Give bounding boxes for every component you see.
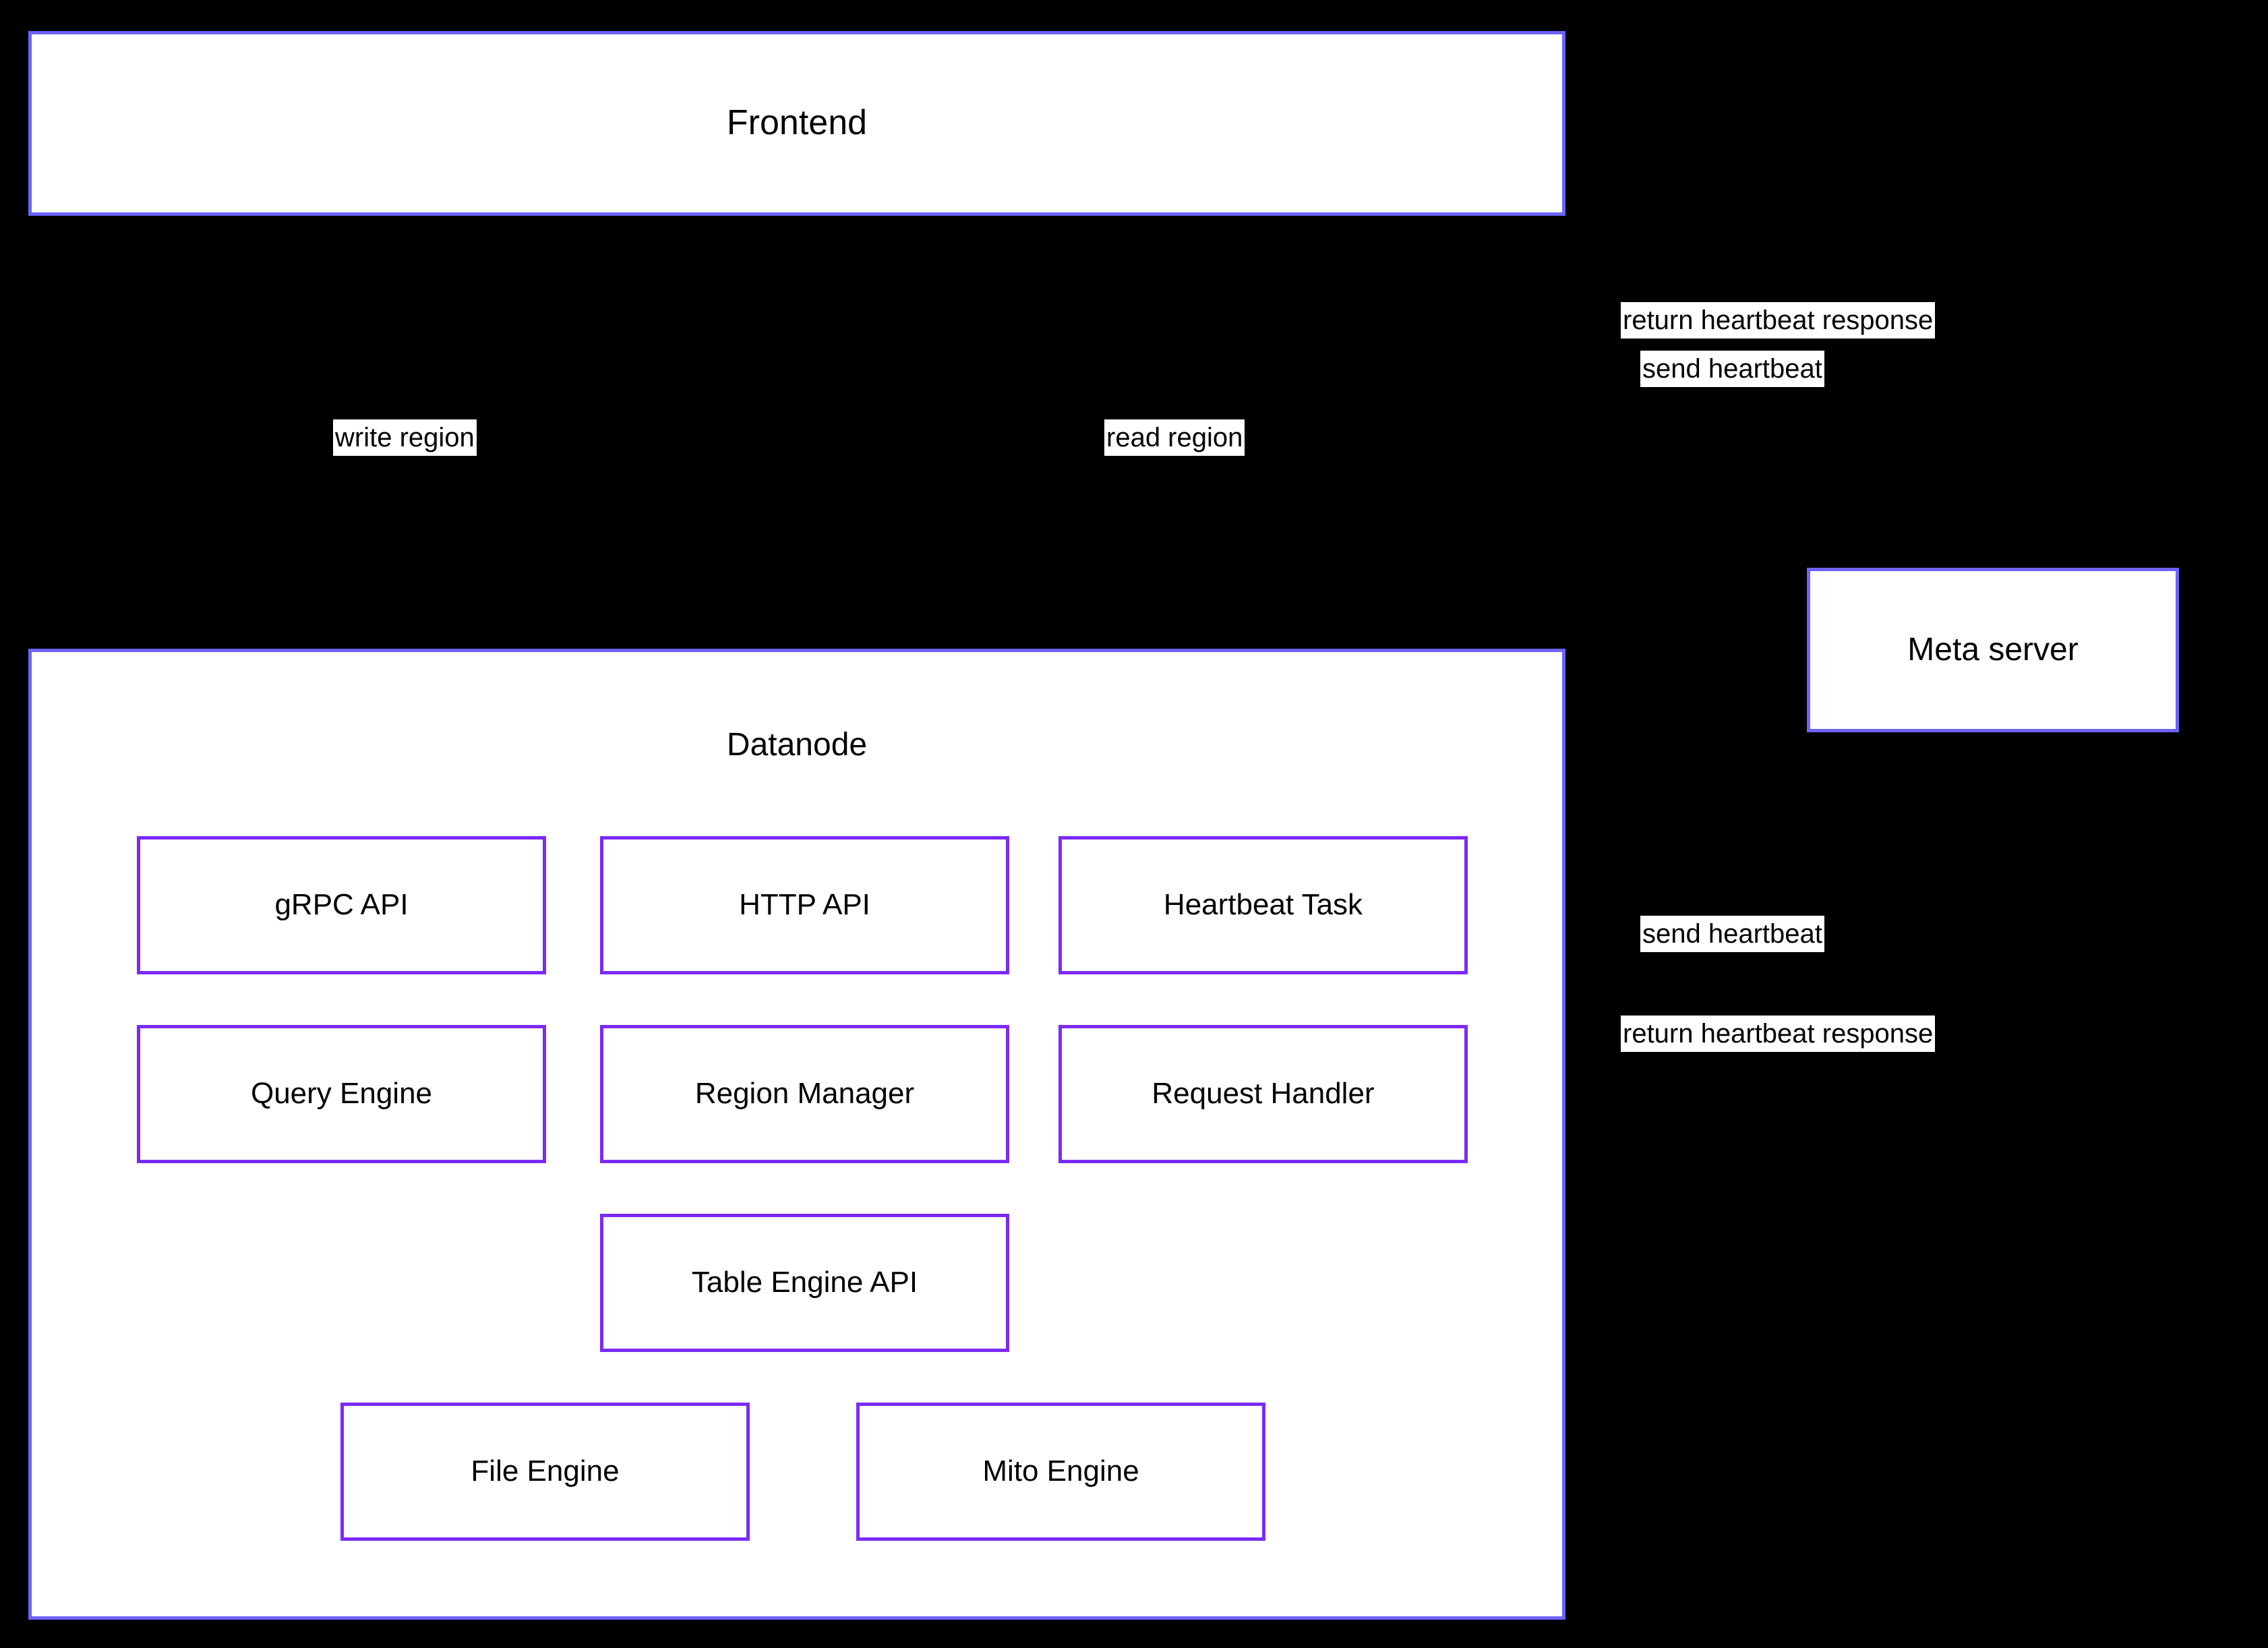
component-query-engine[interactable]: Query Engine [137,1025,546,1163]
component-http-api[interactable]: HTTP API [600,836,1009,974]
component-mito-engine[interactable]: Mito Engine [856,1403,1265,1541]
component-label: Table Engine API [691,1266,918,1299]
edge-label-meta-send-heartbeat: send heartbeat [1640,351,1824,387]
frontend-node[interactable]: Frontend [28,31,1565,216]
edge-label-datanode-send-heartbeat: send heartbeat [1640,916,1824,952]
edge-frontend-return-heartbeat-response [1684,214,1997,569]
component-label: gRPC API [274,888,409,922]
component-label: Heartbeat Task [1163,888,1363,922]
edge-frontend-send-heartbeat [1617,214,1909,570]
edge-label-write-region: write region [333,419,477,456]
datanode-node[interactable]: Datanode gRPC API HTTP API Heartbeat Tas… [28,649,1565,1620]
component-label: HTTP API [739,888,870,922]
frontend-label: Frontend [726,103,868,143]
component-heartbeat-task[interactable]: Heartbeat Task [1058,836,1468,974]
component-region-manager[interactable]: Region Manager [600,1025,1009,1163]
component-label: Query Engine [250,1077,433,1111]
edge-label-read-region: read region [1104,419,1245,456]
component-label: Request Handler [1152,1077,1375,1111]
component-request-handler[interactable]: Request Handler [1058,1025,1468,1163]
component-label: File Engine [471,1454,620,1488]
edge-label-datanode-return-heartbeat-response: return heartbeat response [1621,1016,1936,1052]
component-label: Mito Engine [982,1454,1139,1488]
edge-label-meta-return-heartbeat-response: return heartbeat response [1621,302,1936,339]
component-label: Region Manager [694,1077,915,1111]
meta-server-node[interactable]: Meta server [1807,568,2179,732]
component-table-engine-api[interactable]: Table Engine API [600,1214,1009,1352]
meta-server-label: Meta server [1907,632,2079,668]
datanode-label: Datanode [726,727,868,763]
component-grpc-api[interactable]: gRPC API [137,836,546,974]
component-file-engine[interactable]: File Engine [340,1403,750,1541]
